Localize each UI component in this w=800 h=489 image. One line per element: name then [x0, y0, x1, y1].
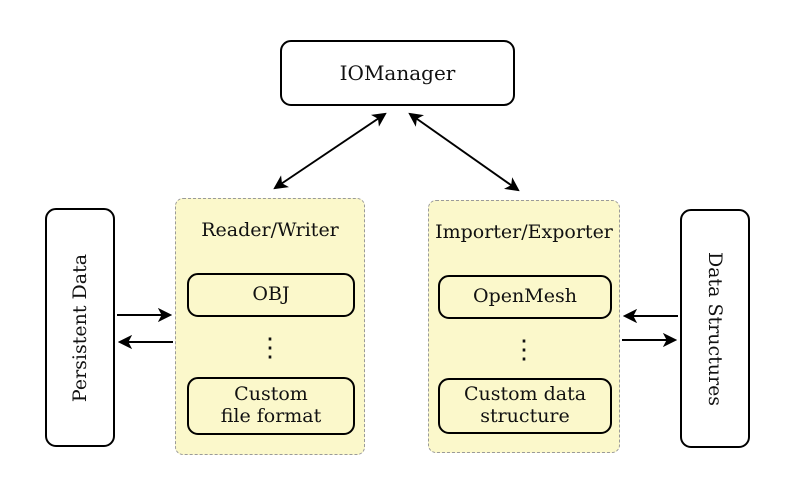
node-persistent-data-label: Persistent Data [69, 253, 91, 402]
arrow-iomanager-readerwriter [273, 112, 387, 190]
node-openmesh: OpenMesh [438, 275, 612, 319]
node-iomanager-label: IOManager [339, 61, 456, 85]
group-reader-writer-title: Reader/Writer [201, 219, 339, 241]
group-reader-writer: Reader/Writer OBJ ⋮ Custom file format [175, 198, 365, 455]
node-custom-file-format: Custom file format [187, 377, 355, 435]
node-iomanager: IOManager [280, 40, 515, 106]
reader-writer-ellipsis: ⋮ [257, 333, 283, 363]
group-importer-exporter: Importer/Exporter OpenMesh ⋮ Custom data… [428, 200, 620, 453]
node-obj: OBJ [187, 273, 355, 317]
node-persistent-data: Persistent Data [45, 208, 115, 447]
group-importer-exporter-title: Importer/Exporter [435, 221, 613, 243]
node-data-structures-label: Data Structures [704, 251, 726, 406]
node-custom-data-structure: Custom data structure [438, 378, 612, 434]
node-data-structures: Data Structures [680, 209, 750, 448]
arrow-iomanager-importerexporter [408, 112, 520, 192]
importer-exporter-ellipsis: ⋮ [511, 335, 537, 365]
